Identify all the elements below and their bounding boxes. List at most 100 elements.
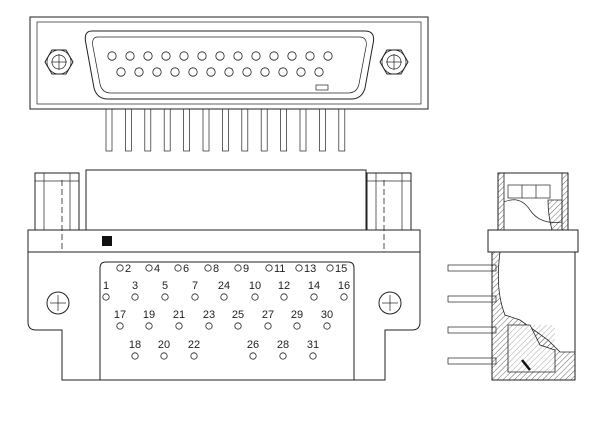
- top-contact: [170, 67, 180, 77]
- top-contact: [134, 67, 144, 77]
- pin-label: 20: [158, 339, 170, 351]
- d-shell-outer: [84, 30, 375, 100]
- pin-contact: [205, 322, 213, 330]
- side-pin: [447, 295, 497, 303]
- side-flange: [487, 229, 579, 253]
- pin-label: 22: [188, 339, 200, 351]
- solder-tail: [183, 108, 190, 152]
- pin-contact: [249, 352, 257, 360]
- solder-tail: [105, 108, 113, 152]
- side-pins: [447, 264, 497, 365]
- left-mounting-hole: [46, 291, 70, 315]
- contact-field-outline: [99, 261, 355, 380]
- side-pin: [447, 357, 497, 365]
- pin-label: 4: [154, 263, 160, 275]
- solder-tail: [222, 108, 229, 152]
- pin-label: 29: [291, 309, 303, 321]
- pin-label: 19: [143, 309, 155, 321]
- top-contact: [188, 67, 198, 77]
- right-standoff: [366, 172, 412, 231]
- lower-flange: [27, 252, 421, 381]
- pin-contact: [131, 293, 139, 301]
- top-contact: [206, 67, 216, 77]
- top-contact-array: [107, 51, 333, 77]
- solder-tail: [338, 108, 346, 152]
- pin-contact: [175, 322, 183, 330]
- pin-contact: [251, 293, 259, 301]
- pin-contact: [191, 293, 199, 301]
- pin-contact: [310, 293, 318, 301]
- top-contact: [260, 67, 270, 77]
- pin-contact: [234, 264, 242, 272]
- side-view: [447, 172, 579, 381]
- pin-contact: [160, 352, 168, 360]
- solder-tail: [163, 108, 171, 152]
- right-jackscrew: [379, 49, 409, 75]
- pin-label: 9: [243, 263, 249, 275]
- pin-contact: [280, 293, 288, 301]
- pin-contact: [116, 264, 124, 272]
- flange-band: [27, 229, 421, 253]
- side-pin: [447, 264, 497, 272]
- pin-contact: [340, 293, 348, 301]
- pin-contact: [131, 352, 139, 360]
- pin-label: 3: [132, 280, 138, 292]
- left-jackscrew: [44, 49, 74, 75]
- pin-label: 15: [335, 263, 347, 275]
- pin-contact: [204, 264, 212, 272]
- solder-tails: [105, 108, 346, 152]
- top-contact: [179, 51, 189, 61]
- pin-contact: [264, 322, 272, 330]
- top-contact: [287, 51, 297, 61]
- pin-contact: [145, 264, 153, 272]
- top-contact: [125, 51, 135, 61]
- pin-contact: [174, 264, 182, 272]
- top-contact: [314, 67, 324, 77]
- solder-tail: [125, 108, 132, 152]
- pin-contact: [326, 264, 334, 272]
- left-standoff: [34, 172, 80, 231]
- solder-tail: [280, 108, 287, 152]
- top-contact: [296, 67, 306, 77]
- pin-contact: [102, 293, 110, 301]
- pin-label: 12: [278, 280, 290, 292]
- solder-tail: [260, 108, 268, 152]
- d-shell-inner: [92, 36, 367, 94]
- pin-contact: [323, 322, 331, 330]
- pin-contact: [190, 352, 198, 360]
- top-view-flange-inner: [36, 21, 422, 105]
- pin-label: 17: [114, 309, 126, 321]
- solder-tail: [299, 108, 307, 152]
- pin-label: 26: [247, 339, 259, 351]
- top-contact: [143, 51, 153, 61]
- pin-label: 28: [277, 339, 289, 351]
- right-mounting-hole: [378, 291, 402, 315]
- pin-label: 24: [218, 280, 230, 292]
- pin-contact: [279, 352, 287, 360]
- top-contact: [116, 67, 126, 77]
- pin-contact: [234, 322, 242, 330]
- pin-label: 2: [125, 263, 131, 275]
- pin-contact: [161, 293, 169, 301]
- top-contact: [278, 67, 288, 77]
- top-contact: [251, 51, 261, 61]
- pin-label: 1: [103, 280, 109, 292]
- pin-label: 16: [338, 280, 350, 292]
- solder-tail: [144, 108, 152, 152]
- top-contact: [152, 67, 162, 77]
- pin-label: 7: [192, 280, 198, 292]
- solder-tail: [202, 108, 210, 152]
- top-contact: [197, 51, 207, 61]
- pin-label: 25: [232, 309, 244, 321]
- pin-label: 5: [162, 280, 168, 292]
- top-contact: [269, 51, 279, 61]
- pin-label: 11: [274, 263, 285, 275]
- top-view-flange: [29, 16, 429, 110]
- shell-marking-tab: [315, 84, 329, 91]
- pin-label: 30: [321, 309, 333, 321]
- top-contact: [242, 67, 252, 77]
- pin-label: 27: [262, 309, 274, 321]
- top-contact: [161, 51, 171, 61]
